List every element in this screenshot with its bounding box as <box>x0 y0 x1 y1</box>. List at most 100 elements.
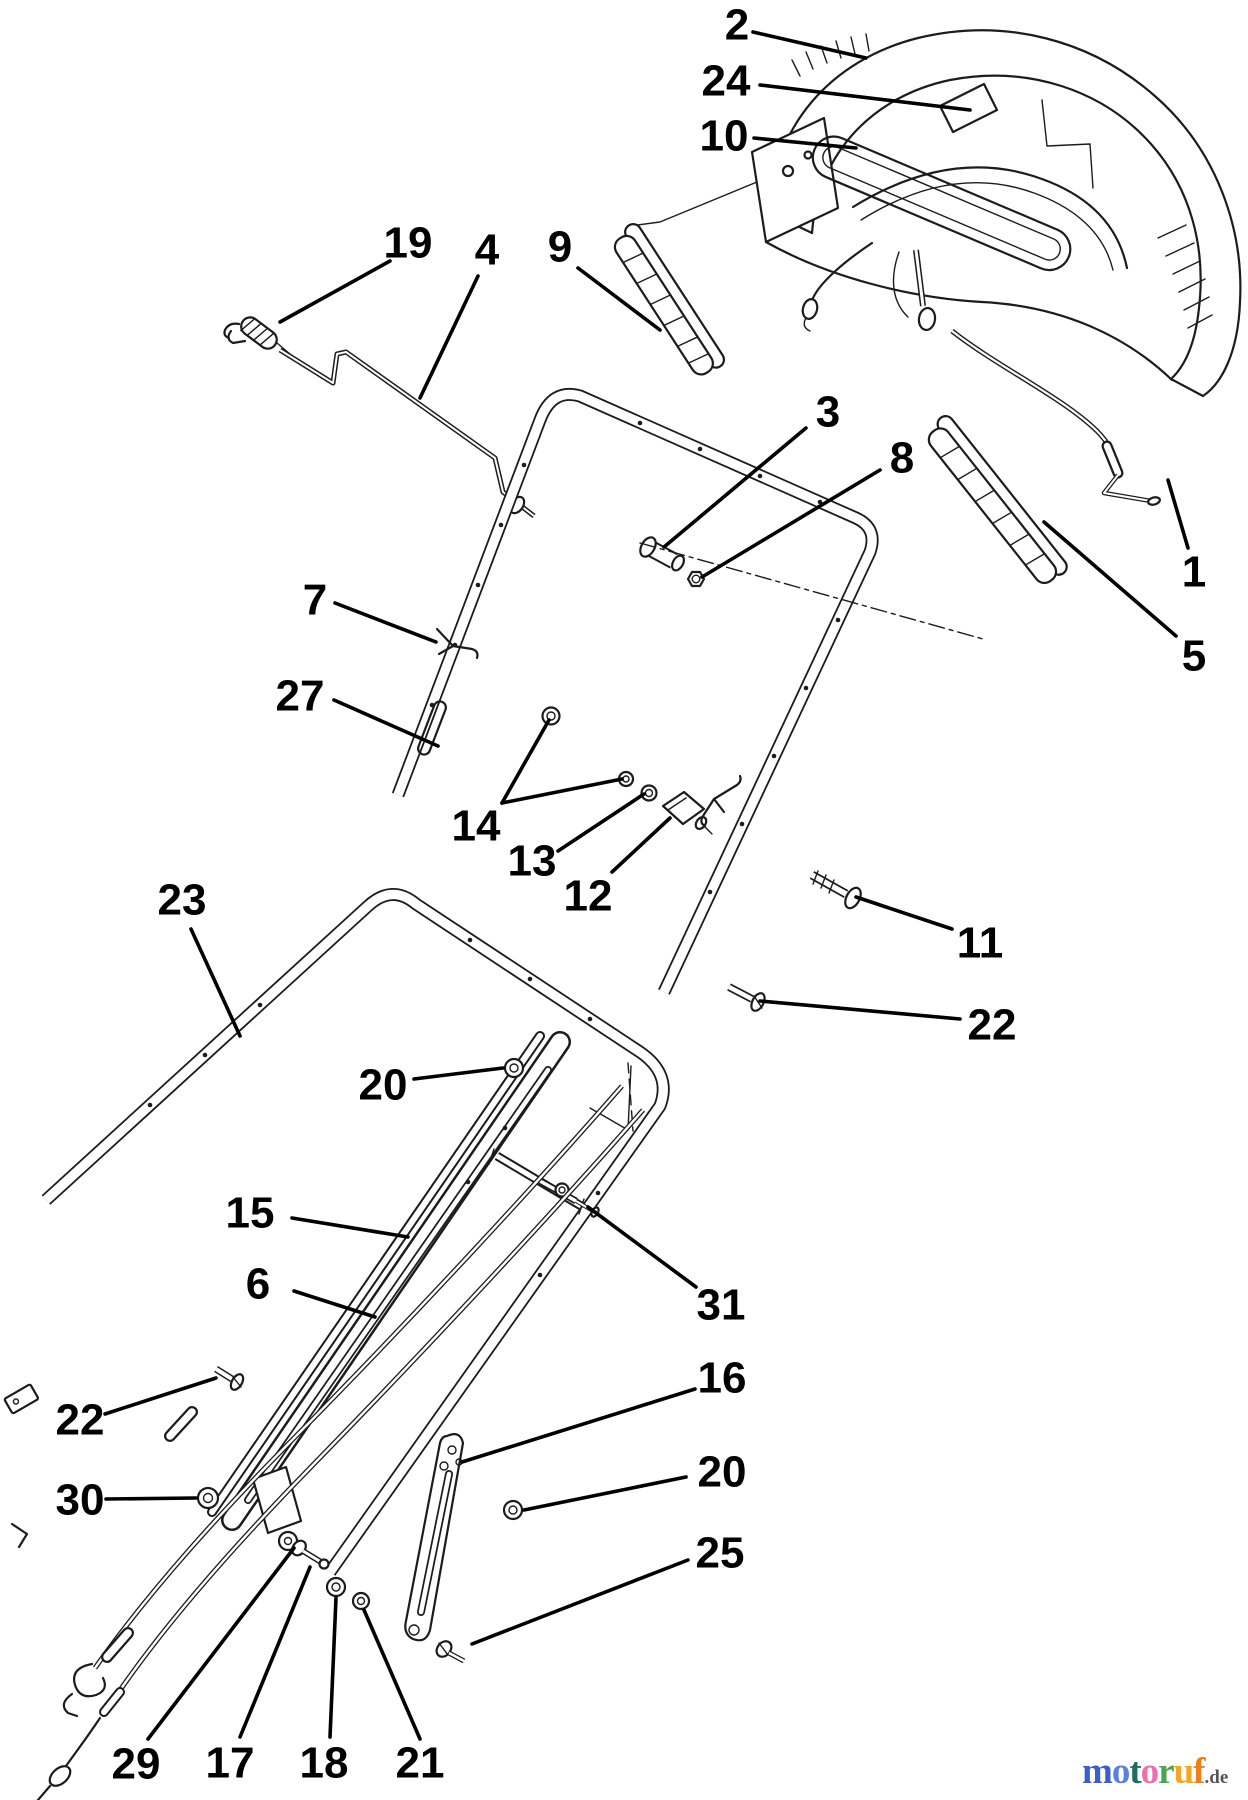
housing-bottom-sweep <box>764 240 1174 382</box>
leader-line-24 <box>758 83 972 112</box>
control-cable-part1 <box>950 329 1161 506</box>
leader-line-19 <box>278 259 392 324</box>
nut-part13 <box>640 784 658 802</box>
leader-line-18 <box>328 1596 338 1739</box>
callout-label-17: 17 <box>206 1739 255 1788</box>
logo-letter: u <box>1173 1751 1195 1792</box>
grip-pad-part9 <box>613 223 726 376</box>
brand-logo-word: motoruf <box>1082 1751 1206 1792</box>
callout-label-21: 21 <box>396 1739 445 1788</box>
leader-line-13 <box>556 792 646 853</box>
leader-line-7 <box>333 601 438 644</box>
callout-label-9: 9 <box>548 223 572 272</box>
nut-part21 <box>351 1591 371 1611</box>
leader-line-12 <box>610 816 672 874</box>
leader-line-3 <box>662 426 808 549</box>
callout-label-13: 13 <box>508 837 557 886</box>
adjuster-ribs <box>791 33 870 77</box>
leader-line-30 <box>104 1496 198 1501</box>
logo-letter: t <box>1129 1751 1141 1792</box>
leader-line-20 <box>412 1066 505 1081</box>
leader-line-6 <box>292 1289 377 1319</box>
leader-line-5 <box>1042 520 1178 638</box>
leader-line-22 <box>758 999 962 1021</box>
callout-label-8: 8 <box>890 434 914 483</box>
leader-line-21 <box>362 1608 422 1741</box>
grip-hatching <box>1157 224 1213 329</box>
leader-line-4 <box>418 274 480 400</box>
callout-label-23: 23 <box>158 876 207 925</box>
callout-label-29: 29 <box>112 1740 161 1789</box>
housing-end-right <box>1169 377 1205 398</box>
cable-a <box>62 1084 624 1718</box>
callout-label-16: 16 <box>698 1354 747 1403</box>
spring-part19 <box>223 316 278 350</box>
leader-line-17 <box>238 1565 312 1739</box>
leader-line-25 <box>470 1558 690 1646</box>
callout-label-10: 10 <box>700 112 749 161</box>
rail-part6 <box>207 1031 545 1517</box>
leader-line-1 <box>1166 478 1190 550</box>
leader-line-16 <box>460 1387 697 1464</box>
leader-line-11 <box>854 895 954 931</box>
plate-hole <box>781 164 795 178</box>
leader-line-22 <box>103 1376 218 1416</box>
cable-spring <box>73 1662 106 1698</box>
leader-line-14 <box>500 718 551 805</box>
brand-logo-suffix: .de <box>1204 1767 1229 1788</box>
bail-wire-loop <box>801 241 874 332</box>
cable-loop-end <box>48 1765 72 1787</box>
nut-part8 <box>686 570 706 588</box>
wireform-clip <box>700 774 742 828</box>
label-plate <box>938 82 999 134</box>
callout-label-20: 20 <box>359 1061 408 1110</box>
callout-label-30: 30 <box>56 1476 105 1525</box>
leader-line-23 <box>189 927 242 1038</box>
handle-housing <box>629 29 1242 506</box>
leader-line-31 <box>586 1205 698 1289</box>
callout-label-31: 31 <box>697 1281 746 1330</box>
screw-part22-left <box>214 1366 245 1391</box>
bail-bar-inner <box>860 181 1114 271</box>
leader-line-15 <box>290 1216 410 1239</box>
rod-part4 <box>227 329 536 518</box>
callout-label-14: 14 <box>452 802 501 851</box>
callout-label-22: 22 <box>968 1001 1017 1050</box>
callout-label-20: 20 <box>698 1448 747 1497</box>
brand-logo: motoruf.de <box>1082 1752 1228 1798</box>
washer-part18 <box>325 1576 347 1598</box>
logo-letter: r <box>1158 1751 1174 1792</box>
housing-inner-arc <box>810 74 1202 381</box>
plate-hole-small <box>803 150 813 160</box>
logo-letter: m <box>1082 1751 1113 1792</box>
washer-part30 <box>196 1486 220 1510</box>
housing-outer-arc <box>768 29 1242 398</box>
tbar-part31 <box>488 1148 600 1218</box>
cable-z-hook <box>10 1522 29 1549</box>
logo-letter: o <box>1111 1751 1130 1792</box>
leader-line-14 <box>500 777 624 805</box>
bolt-part17 <box>291 1539 330 1570</box>
upper-handle <box>391 388 879 995</box>
handle-slot-part27 <box>417 700 447 756</box>
channel-part15 <box>221 1031 571 1531</box>
screw-part11 <box>809 870 862 910</box>
leader-line-2 <box>751 30 868 60</box>
callout-label-1: 1 <box>1182 548 1206 597</box>
housing-step-detail <box>1041 99 1094 189</box>
callout-label-12: 12 <box>564 872 613 921</box>
grip-recess <box>811 135 1072 272</box>
bracket-part16 <box>404 1433 465 1642</box>
callout-label-15: 15 <box>226 1189 275 1238</box>
callout-label-4: 4 <box>475 226 500 275</box>
leader-line-29 <box>146 1546 296 1741</box>
leader-line-10 <box>752 136 858 150</box>
leader-line-27 <box>332 698 440 748</box>
mounting-plate <box>750 116 840 244</box>
leader-line-9 <box>576 266 662 332</box>
nut-part20b <box>502 1499 524 1521</box>
cable-loop-link <box>892 249 937 332</box>
